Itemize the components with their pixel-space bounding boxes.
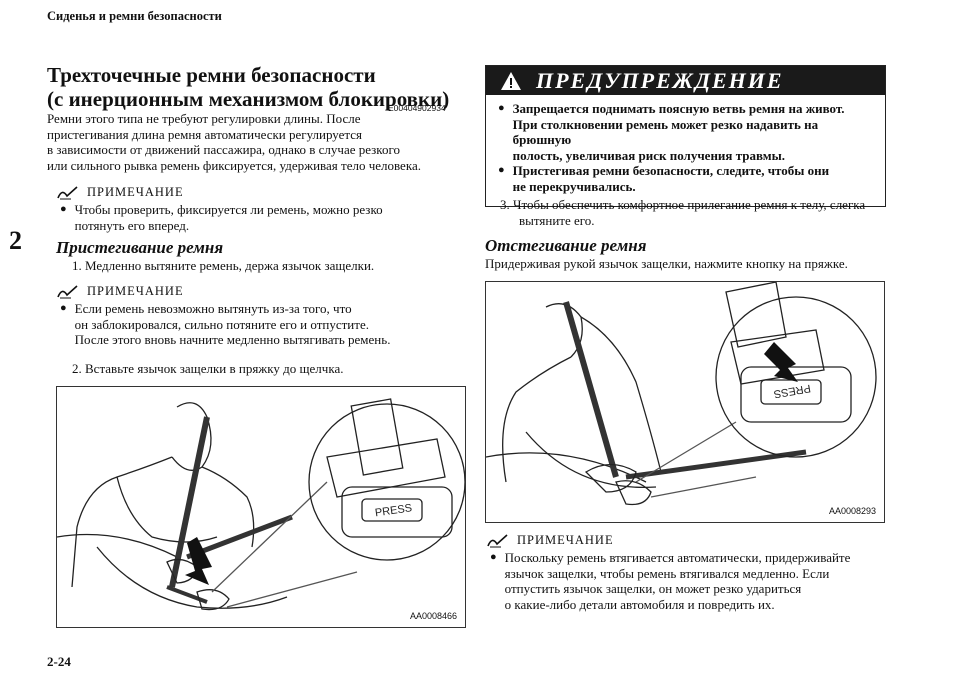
step-2: 2. Вставьте язычок защелки в пряжку до щ… xyxy=(72,361,344,376)
step-line: 3. Чтобы обеспечить комфортное прилегани… xyxy=(500,197,866,212)
warning-body: ● Запрещается поднимать поясную ветвь ре… xyxy=(498,101,878,194)
section-title-line: Трехточечные ремни безопасности xyxy=(47,63,376,87)
note-item: ● Если ремень невозможно вытянуть из-за … xyxy=(60,301,467,348)
chapter-number: 2 xyxy=(9,226,22,255)
section-title-line: (с инерционным механизмом блокировки) xyxy=(47,87,450,111)
note-header: ПРИМЕЧАНИЕ xyxy=(57,185,467,200)
warning-line: не перекручивались. xyxy=(512,178,636,194)
warning-header: ПРЕДУПРЕЖДЕНИЕ xyxy=(486,66,885,95)
warning-item: ● Пристегивая ремни безопасности, следит… xyxy=(498,163,878,194)
warning-box: ПРЕДУПРЕЖДЕНИЕ ● Запрещается поднимать п… xyxy=(485,65,886,207)
intro-line: в зависимости от движений пассажира, одн… xyxy=(47,142,400,157)
note-label: ПРИМЕЧАНИЕ xyxy=(87,284,184,298)
warning-triangle-icon xyxy=(501,71,521,90)
bullet-icon: ● xyxy=(60,302,67,314)
section-title: Трехточечные ремни безопасности (с инерц… xyxy=(47,63,462,111)
note-pen-icon xyxy=(57,185,78,199)
intro-line: или сильного рывка ремень фиксируется, у… xyxy=(47,157,421,173)
note-line: После этого вновь начните медленно вытяг… xyxy=(74,332,391,347)
page-number: 2-24 xyxy=(47,654,71,669)
note-2: ПРИМЕЧАНИЕ ● Если ремень невозможно вытя… xyxy=(57,284,467,348)
unfasten-heading: Отстегивание ремня xyxy=(485,236,647,255)
press-label: PRESS xyxy=(773,382,812,400)
note-header: ПРИМЕЧАНИЕ xyxy=(487,533,887,548)
step-3: 3. Чтобы обеспечить комфортное прилегани… xyxy=(500,197,900,228)
running-header: Сиденья и ремни безопасности xyxy=(47,9,222,23)
note-line: Поскольку ремень втягивается автоматичес… xyxy=(504,550,851,565)
note-line: Чтобы проверить, фиксируется ли ремень, … xyxy=(74,202,383,217)
intro-line: пристегивания длина ремня автоматически … xyxy=(47,126,362,142)
step-line: вытяните его. xyxy=(519,212,595,228)
note-pen-icon xyxy=(487,533,508,547)
note-1: ПРИМЕЧАНИЕ ● Чтобы проверить, фиксируетс… xyxy=(57,185,467,233)
note-label: ПРИМЕЧАНИЕ xyxy=(517,533,614,547)
bullet-icon: ● xyxy=(60,203,67,215)
warning-line: Пристегивая ремни безопасности, следите,… xyxy=(512,163,830,178)
note-header: ПРИМЕЧАНИЕ xyxy=(57,284,467,299)
note-item: ● Поскольку ремень втягивается автоматич… xyxy=(490,550,887,612)
figure-code: AA0008466 xyxy=(409,611,457,621)
bullet-icon: ● xyxy=(490,551,497,563)
note-label: ПРИМЕЧАНИЕ xyxy=(87,185,184,199)
note-line: потянуть его вперед. xyxy=(74,217,190,233)
figure-insert-tongue: PRESS AA0008466 xyxy=(56,386,466,628)
warning-item: ● Запрещается поднимать поясную ветвь ре… xyxy=(498,101,878,163)
warning-line: При столкновении ремень может резко нада… xyxy=(512,116,819,148)
note-line: отпустить язычок защелки, он может резко… xyxy=(504,581,802,596)
warning-line: полость, увеличивая риск получения травм… xyxy=(512,147,786,163)
note-line: о какие-либо детали автомобиля и повреди… xyxy=(504,596,775,612)
arrow-down-icon xyxy=(764,342,798,382)
fasten-heading: Пристегивание ремня xyxy=(56,238,224,257)
note-line: язычок защелки, чтобы ремень втягивался … xyxy=(504,565,830,581)
intro-paragraph: Ремни этого типа не требуют регулировки … xyxy=(47,111,465,173)
note-item: ● Чтобы проверить, фиксируется ли ремень… xyxy=(60,202,467,233)
warning-title: ПРЕДУПРЕЖДЕНИЕ xyxy=(536,67,784,93)
warning-line: Запрещается поднимать поясную ветвь ремн… xyxy=(512,101,845,116)
figure-release-buckle: PRESS AA0008293 xyxy=(485,281,885,523)
note-3: ПРИМЕЧАНИЕ ● Поскольку ремень втягиваетс… xyxy=(487,533,887,612)
seatbelt-release-illustration: PRESS xyxy=(485,281,877,506)
intro-line: Ремни этого типа не требуют регулировки … xyxy=(47,111,361,126)
note-line: Если ремень невозможно вытянуть из-за то… xyxy=(74,301,352,316)
note-pen-icon xyxy=(57,284,78,298)
note-line: он заблокировался, сильно потяните его и… xyxy=(74,316,369,332)
press-label: PRESS xyxy=(374,502,413,519)
bullet-icon: ● xyxy=(498,164,505,176)
figure-code: AA0008293 xyxy=(828,506,876,516)
bullet-icon: ● xyxy=(498,102,505,114)
document-code: E00404902934 xyxy=(388,103,446,113)
seatbelt-insert-illustration: PRESS xyxy=(56,398,466,611)
unfasten-text: Придерживая рукой язычок защелки, нажмит… xyxy=(485,256,848,271)
arrow-down-icon xyxy=(185,537,212,585)
step-1: 1. Медленно вытяните ремень, держа язычо… xyxy=(72,258,375,273)
